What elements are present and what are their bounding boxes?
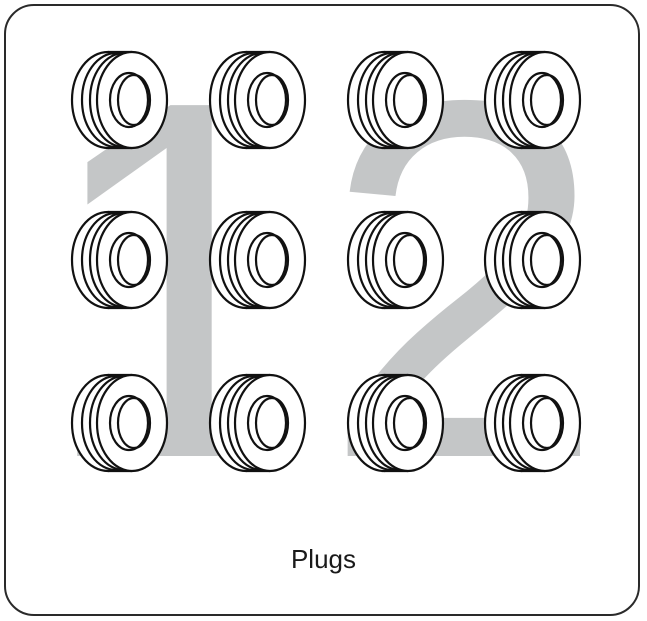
plug-ring-icon	[346, 50, 445, 150]
plug-grid	[70, 50, 582, 473]
plug-ring-icon	[483, 373, 582, 473]
plug-ring-icon	[70, 50, 169, 150]
plug-ring-icon	[208, 50, 307, 150]
plug-ring-icon	[483, 210, 582, 310]
plug-ring-icon	[70, 373, 169, 473]
item-label: Plugs	[290, 544, 357, 574]
plug-ring-icon	[346, 373, 445, 473]
plug-ring-icon	[208, 373, 307, 473]
plug-ring-icon	[70, 210, 169, 310]
plug-ring-icon	[208, 210, 307, 310]
plug-ring-icon	[483, 50, 582, 150]
plug-ring-icon	[346, 210, 445, 310]
